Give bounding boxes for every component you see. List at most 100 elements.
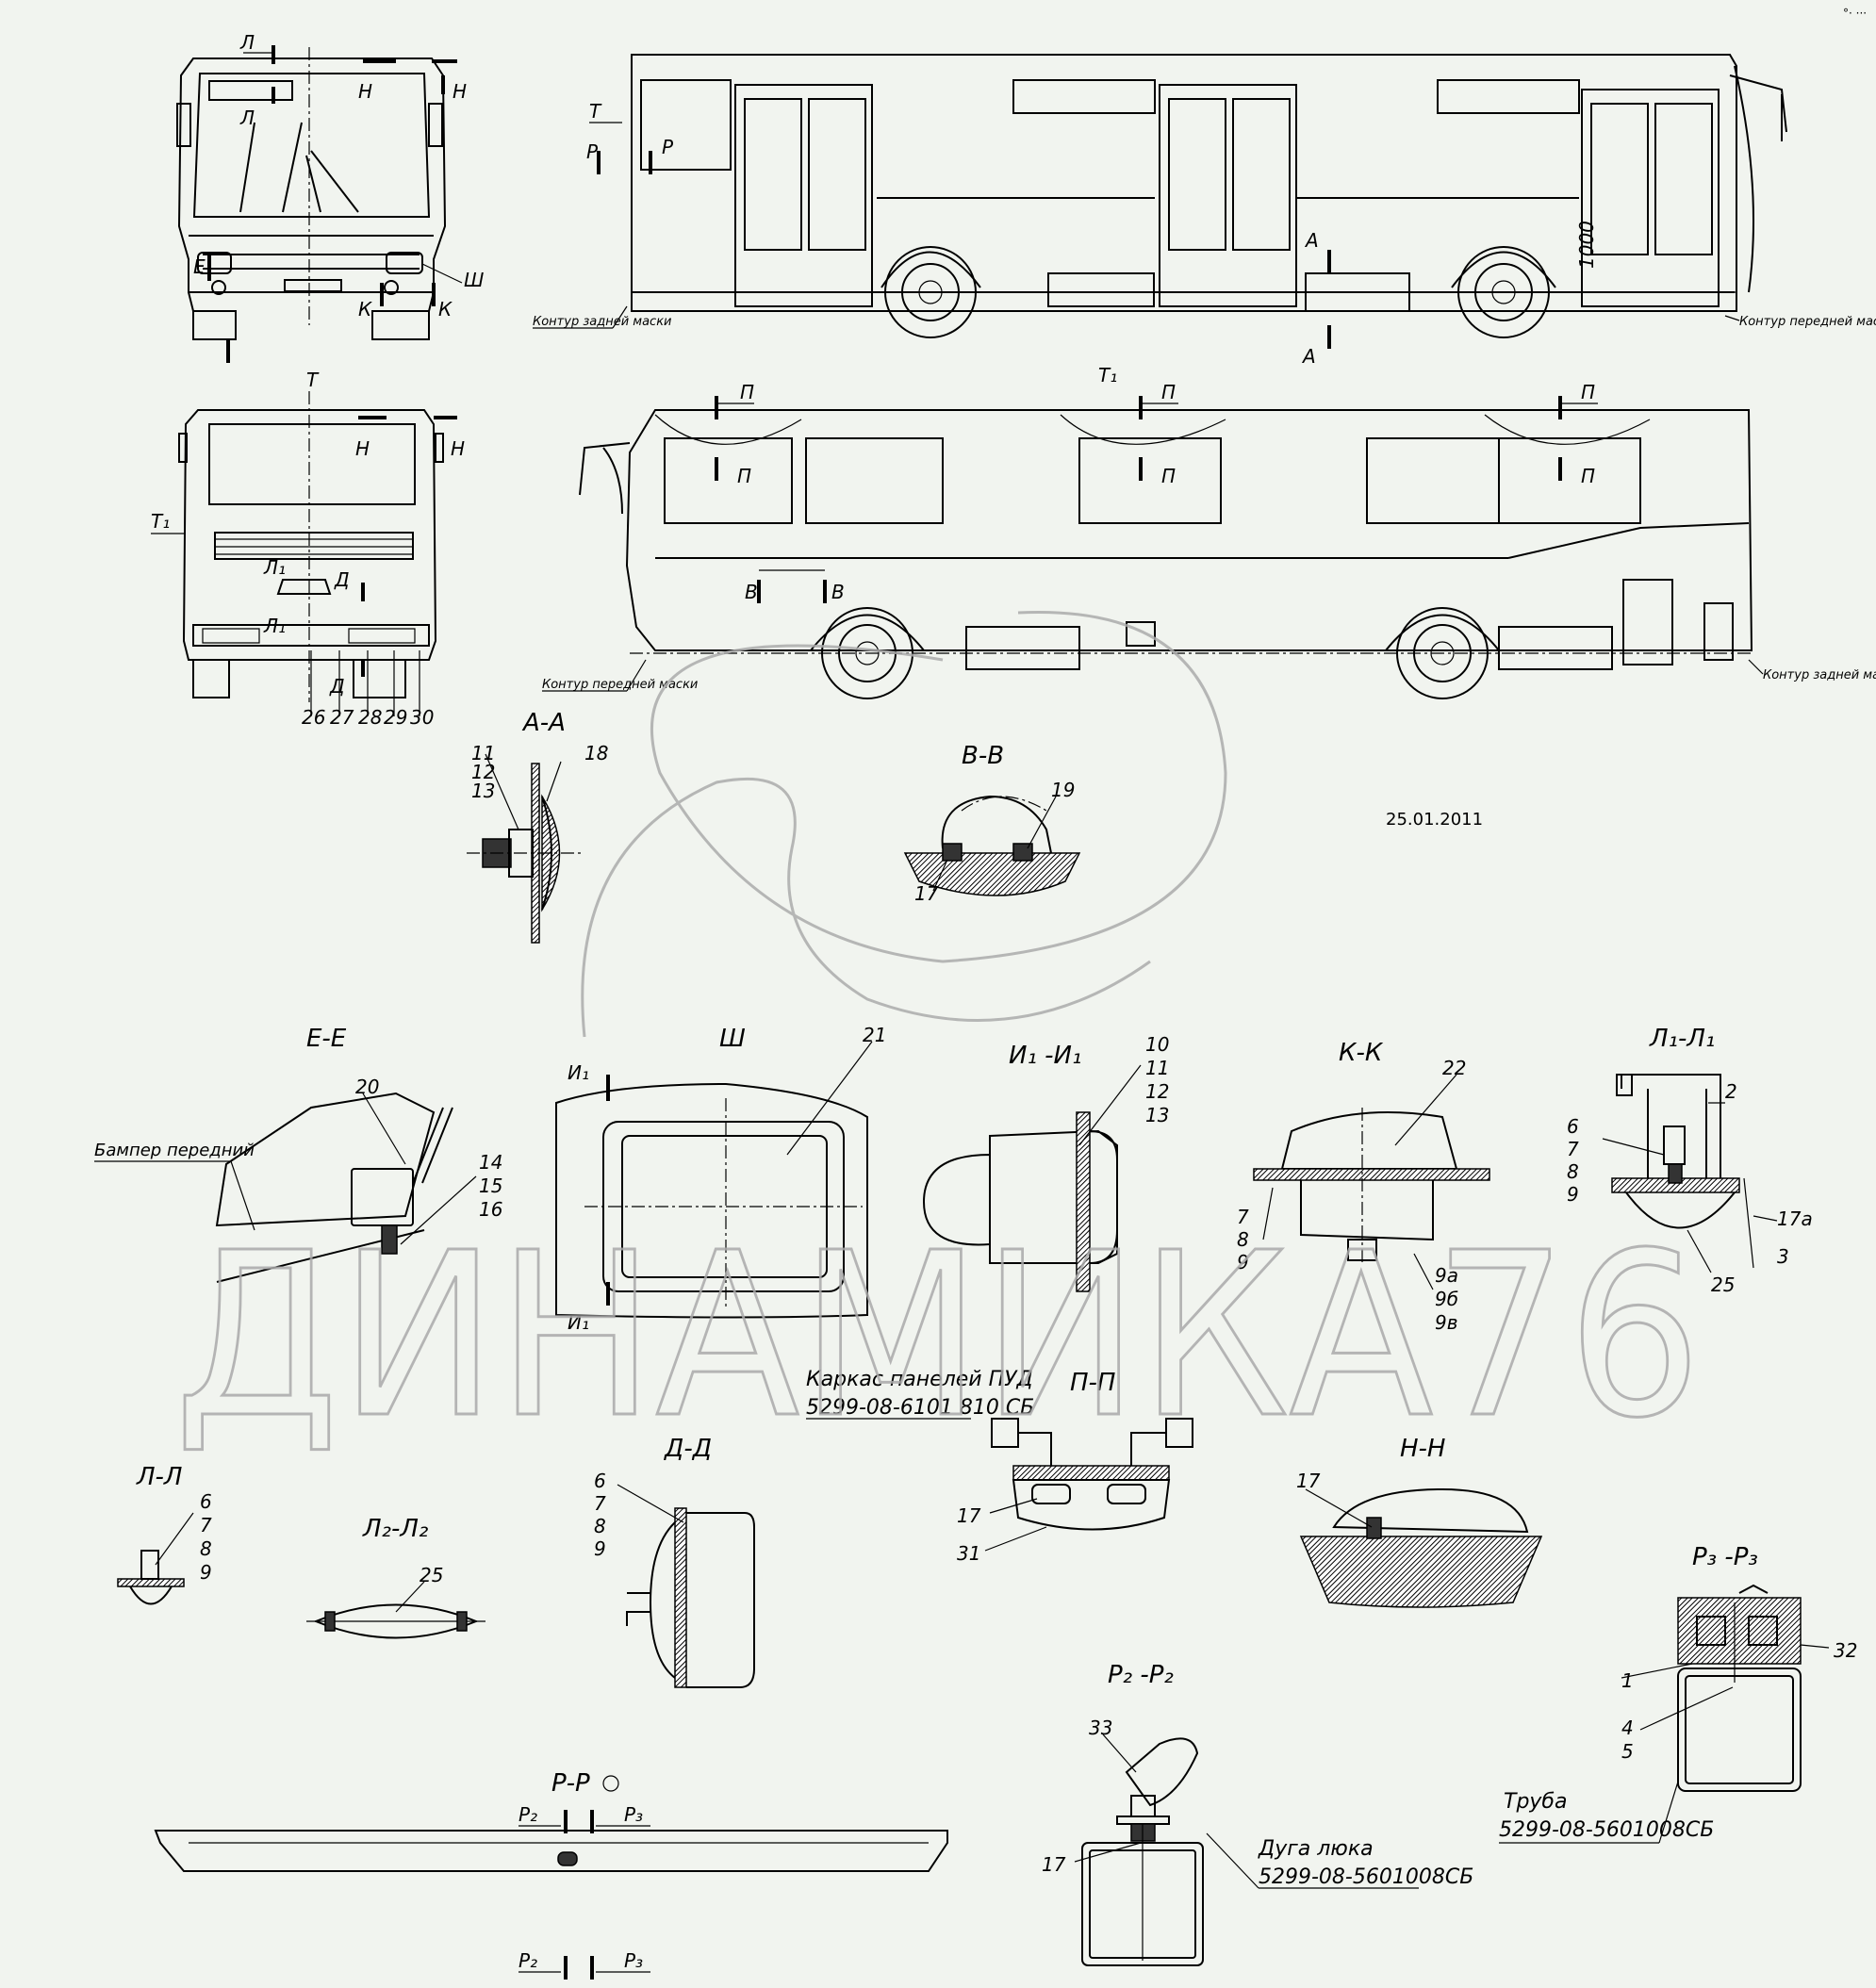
- callout-18: 18: [584, 742, 608, 764]
- rear-contour-label: Контур задней маски: [533, 315, 672, 329]
- section-title-k-k: К-К: [1339, 1039, 1384, 1067]
- view-letter-r3: Р₃: [624, 1803, 643, 1826]
- section-title-p-p: П-П: [1070, 1369, 1115, 1397]
- callout-5: 5: [1621, 1740, 1634, 1763]
- section-p-p: Каркас панелей ПУД 5299-08-6101 810 СБ П…: [806, 1368, 1193, 1565]
- side-view-right: Т Р Р А А 1000 Контур задней маски Конту…: [533, 54, 1876, 368]
- section-d-d: Д-Д 6 7 8 9: [594, 1435, 755, 1688]
- callout-9-d: 9: [594, 1537, 606, 1560]
- callout-27: 27: [330, 706, 354, 729]
- view-letter-l-2: Л: [239, 107, 255, 129]
- section-title-r-r: Р-Р: [551, 1769, 590, 1798]
- corner-mark: °· ···: [1843, 7, 1867, 20]
- view-letter-a-2: А: [1301, 345, 1316, 368]
- section-l-l: Л-Л 6 7 8 9: [117, 1463, 212, 1605]
- view-letter-l1-2: Л₁: [263, 615, 286, 637]
- callout-17-d: 17: [1042, 1853, 1066, 1876]
- callout-17a: 17а: [1777, 1208, 1813, 1230]
- callout-15: 15: [479, 1175, 502, 1197]
- callout-7-b: 7: [1567, 1138, 1579, 1160]
- rear-contour-label-2: Контур задней маски: [1763, 668, 1876, 682]
- callout-20: 20: [355, 1076, 379, 1098]
- section-k-k: К-К 22 7 8 9 9а 9б 9в: [1237, 1039, 1490, 1334]
- view-letter-p: П: [740, 381, 754, 403]
- frame-code: 5299-08-6101 810 СБ: [806, 1396, 1034, 1420]
- view-letter-r3-2: Р₃: [624, 1949, 643, 1972]
- callout-13-b: 13: [1145, 1104, 1169, 1126]
- section-e-e: Е-Е 20 14 15 16 Бампер передний: [94, 1025, 502, 1283]
- callout-3: 3: [1777, 1245, 1789, 1268]
- view-letter-n: Н: [358, 80, 372, 103]
- view-letter-p-3: П: [1161, 381, 1176, 403]
- view-letter-p-6: П: [1581, 465, 1595, 487]
- callout-25-b: 25: [420, 1564, 443, 1586]
- section-l1-l1: Л₁-Л₁ 2 6 7 8 9 17а 3 25: [1567, 1025, 1813, 1296]
- section-title-n-n: Н-Н: [1400, 1435, 1445, 1463]
- callout-8: 8: [1237, 1228, 1249, 1251]
- section-title-l-l: Л-Л: [136, 1463, 182, 1491]
- callout-32: 32: [1834, 1639, 1857, 1662]
- callout-2: 2: [1725, 1080, 1737, 1103]
- view-letter-p-2: П: [737, 465, 751, 487]
- view-letter-p-5: П: [1581, 381, 1595, 403]
- section-l2-l2: Л₂-Л₂ 25: [306, 1515, 485, 1639]
- view-letter-d-2: Д: [329, 675, 345, 698]
- view-letter-k-2: К: [438, 298, 453, 320]
- callout-17-b: 17: [957, 1504, 981, 1527]
- callout-1000: 1000: [1575, 221, 1598, 269]
- callout-13: 13: [471, 780, 495, 802]
- side-view-left: Т₁ П П П П П: [542, 364, 1876, 699]
- view-letter-i1: И₁: [568, 1061, 589, 1084]
- view-letter-d: Д: [334, 568, 350, 591]
- front-view: Л Л Н Н Е Ш К К: [176, 31, 484, 363]
- view-letter-t: Т: [306, 369, 320, 391]
- callout-17-c: 17: [1296, 1470, 1321, 1492]
- view-letter-v-2: В: [831, 581, 845, 603]
- view-letter-r2: Р₂: [518, 1803, 537, 1826]
- view-letter-sh: Ш: [464, 269, 484, 291]
- section-r2-r2: Р₂ -Р₂ 33 17 Дуга люка 5299-08-5601008СБ: [1042, 1661, 1473, 1966]
- callout-12: 12: [471, 761, 495, 783]
- callout-8-c: 8: [200, 1537, 212, 1560]
- watermark-text: ДИНАМИКА76: [174, 1204, 1702, 1468]
- pipe-title: Труба: [1504, 1790, 1567, 1814]
- callout-8-b: 8: [1567, 1160, 1579, 1183]
- hatch-arc-title: Дуга люка: [1258, 1837, 1374, 1861]
- watermark-swirl-logo: [581, 610, 1227, 1038]
- callout-6: 6: [1567, 1115, 1579, 1138]
- section-title-e-e: Е-Е: [306, 1025, 347, 1053]
- section-r-r: Р-Р Р₂ Р₃ Р₂ Р₃: [154, 1769, 948, 1980]
- section-a-a: А-А 11 12 13 18: [467, 709, 608, 944]
- callout-6-d: 6: [594, 1470, 606, 1492]
- callout-28: 28: [358, 706, 382, 729]
- view-letter-n-4: Н: [451, 437, 465, 460]
- callout-10: 10: [1145, 1033, 1169, 1056]
- callout-9-c: 9: [200, 1561, 212, 1584]
- callout-17: 17: [914, 882, 939, 905]
- callout-21: 21: [863, 1024, 886, 1046]
- hatch-arc-code: 5299-08-5601008СБ: [1259, 1865, 1473, 1889]
- callout-9b: 9б: [1435, 1288, 1458, 1310]
- view-letter-v: В: [745, 581, 758, 603]
- section-title-r3-r3: Р₃ -Р₃: [1692, 1543, 1758, 1571]
- callout-8-d: 8: [594, 1515, 606, 1537]
- callout-4: 4: [1621, 1717, 1634, 1739]
- view-letter-a: А: [1304, 229, 1319, 252]
- callout-7: 7: [1237, 1206, 1249, 1228]
- callout-19: 19: [1051, 779, 1075, 801]
- date-stamp: 25.01.2011: [1386, 810, 1483, 830]
- callout-30: 30: [410, 706, 434, 729]
- callout-12-b: 12: [1145, 1080, 1169, 1103]
- view-letter-t1-2: Т₁: [1098, 364, 1117, 386]
- callout-7-c: 7: [200, 1514, 212, 1536]
- view-letter-r: Р: [586, 140, 599, 163]
- view-letter-t-2: Т: [589, 100, 602, 123]
- view-letter-i1-2: И₁: [568, 1311, 589, 1334]
- front-contour-label: Контур передней маски: [1739, 315, 1876, 329]
- callout-26: 26: [302, 706, 325, 729]
- view-sh: Ш 21 И₁ И₁: [555, 1024, 886, 1334]
- section-r3-r3: Р₃ -Р₃ 32 1 4 5 Труба 5299-08-5601008СБ: [1499, 1543, 1857, 1844]
- watermark: ДИНАМИКА76: [173, 610, 1703, 1470]
- section-title-l1-l1: Л₁-Л₁: [1649, 1025, 1715, 1053]
- view-letter-k: К: [358, 298, 372, 320]
